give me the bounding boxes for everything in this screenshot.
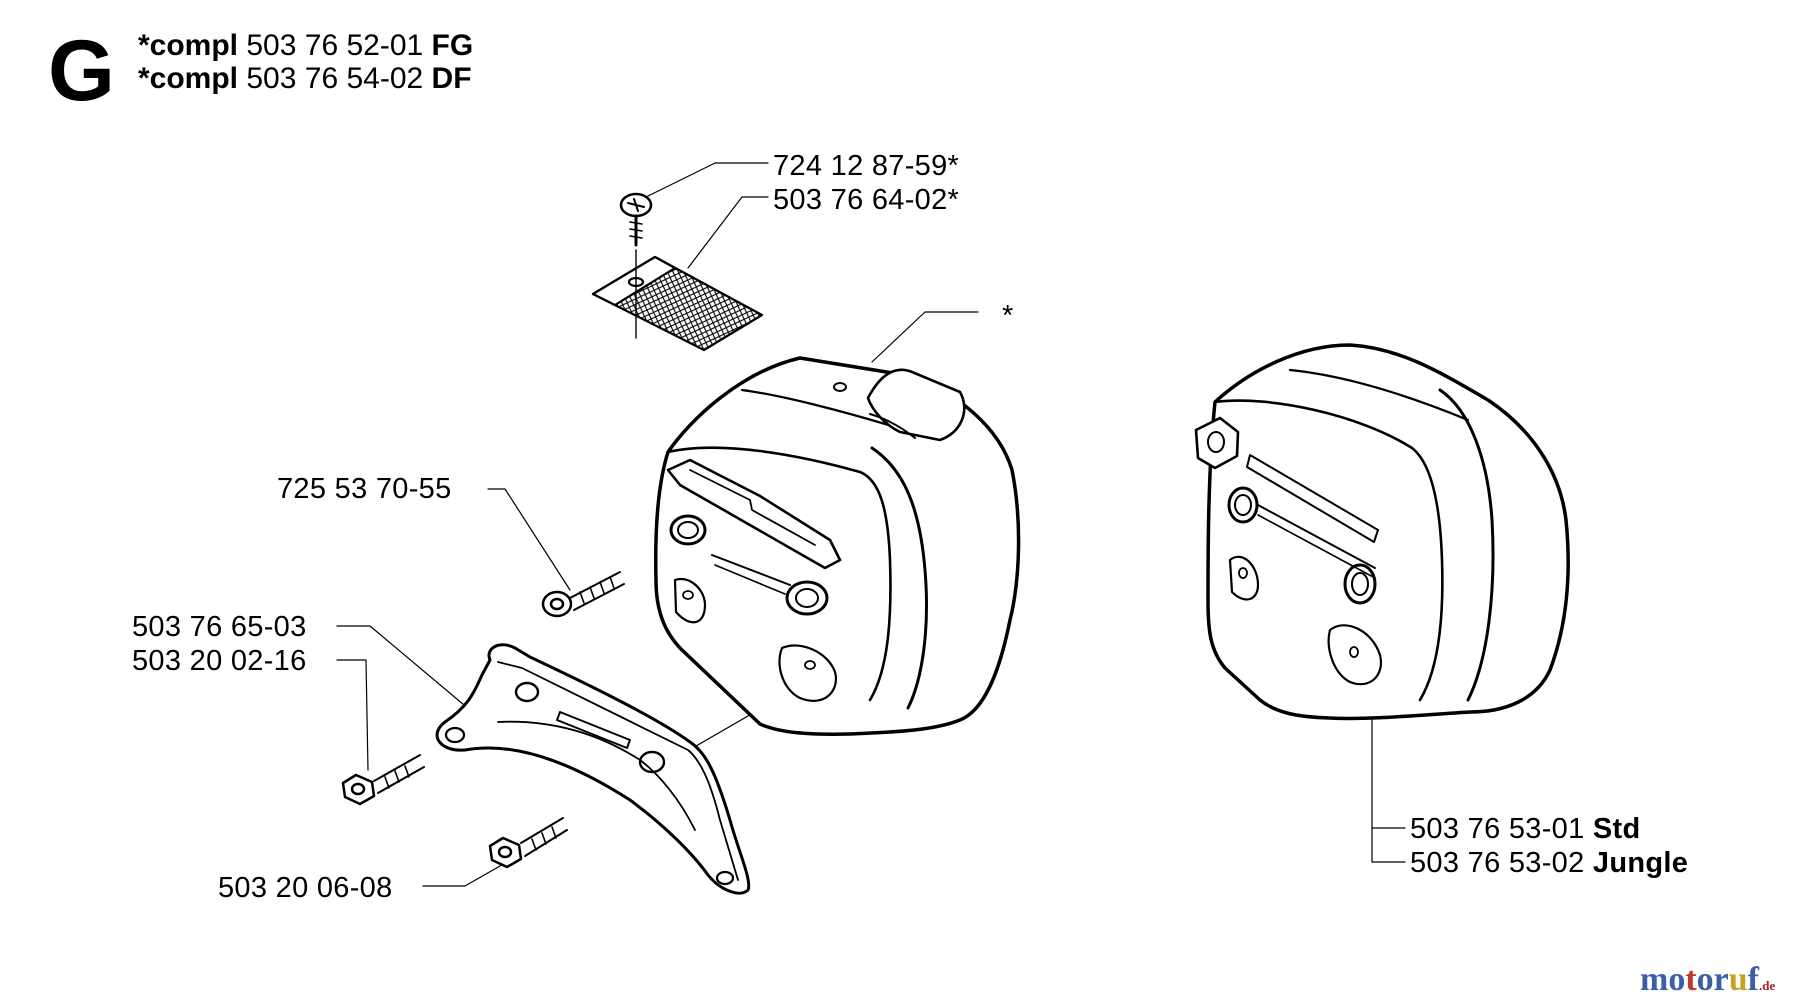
watermark-letter: m xyxy=(1640,961,1669,998)
spark-screen-part xyxy=(591,249,764,352)
header-line-1: *compl 503 76 52-01 FG xyxy=(138,30,473,62)
jungle-muffler-variant: Jungle xyxy=(1592,847,1689,879)
muffler-std-part xyxy=(653,356,1021,736)
header-line-2: *compl 503 76 54-02 DF xyxy=(138,63,472,95)
watermark-letter: t xyxy=(1685,961,1697,998)
callout-bracket: 503 76 65-03 xyxy=(132,611,307,643)
leader-bolt xyxy=(487,488,571,591)
watermark-letter: o xyxy=(1696,961,1714,998)
leader-jungle-muffler xyxy=(1371,827,1406,863)
leader-bracket xyxy=(336,625,471,711)
bracket-part xyxy=(435,643,751,895)
header-suffix-2: DF xyxy=(431,62,472,95)
callout-screw-top: 724 12 87-59* xyxy=(773,150,960,182)
watermark-suffix: .de xyxy=(1759,978,1776,993)
header-number-1: 503 76 52-01 xyxy=(246,29,424,62)
leader-spark-screen xyxy=(687,196,769,269)
watermark-letter: o xyxy=(1668,961,1686,998)
header-number-2: 503 76 54-02 xyxy=(246,62,424,95)
watermark-letter: f xyxy=(1747,961,1759,998)
leader-bracket-screw xyxy=(336,659,369,771)
leader-screw-top xyxy=(639,162,769,201)
muffler-jungle-part xyxy=(1194,343,1570,721)
watermark-letters: motoruf xyxy=(1640,961,1759,998)
callout-bolt: 725 53 70-55 xyxy=(277,473,452,505)
bracket-screw-part xyxy=(341,754,425,806)
std-muffler-number: 503 76 53-01 xyxy=(1410,813,1585,845)
header-suffix-1: FG xyxy=(431,29,474,62)
leader-muffler-marker xyxy=(871,311,979,363)
section-letter: G xyxy=(48,23,115,119)
header-prefix-1: *compl xyxy=(138,29,239,62)
bolt-part xyxy=(541,571,625,618)
callout-muffler-marker: * xyxy=(1002,300,1014,332)
callout-spark-screen: 503 76 64-02* xyxy=(773,184,960,216)
std-muffler-variant: Std xyxy=(1592,813,1641,845)
callout-bracket-screw: 503 20 02-16 xyxy=(132,645,307,677)
bracket-bolt-part xyxy=(488,817,568,869)
callout-bracket-bolt: 503 20 06-08 xyxy=(218,872,393,904)
header-prefix-2: *compl xyxy=(138,62,239,95)
watermark-logo: motoruf.de xyxy=(1640,960,1775,1006)
leader-std-muffler xyxy=(1371,714,1406,829)
watermark-letter: r xyxy=(1713,961,1729,998)
callout-jungle-muffler: 503 76 53-02 Jungle xyxy=(1410,847,1688,879)
callout-std-muffler: 503 76 53-01 Std xyxy=(1410,813,1641,845)
jungle-muffler-number: 503 76 53-02 xyxy=(1410,847,1585,879)
watermark-letter: u xyxy=(1728,961,1748,998)
top-screw-part xyxy=(619,192,653,247)
leader-bracket-bolt xyxy=(422,861,508,887)
